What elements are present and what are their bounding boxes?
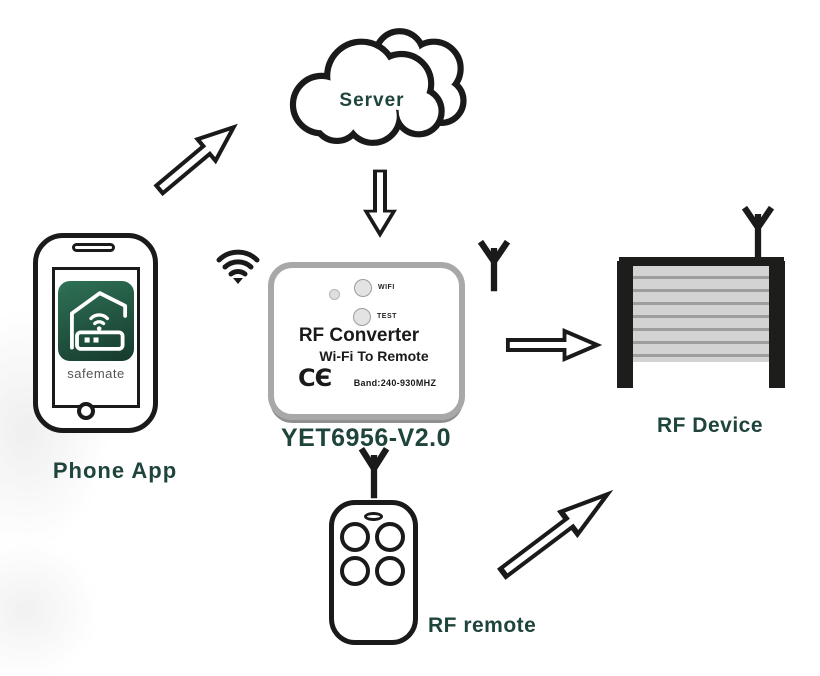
shutter-right-post <box>769 261 785 388</box>
converter-name: RF Converter <box>298 325 420 346</box>
test-button-label: TEST <box>377 313 397 320</box>
rf-device-label: RF Device <box>656 414 764 437</box>
ce-mark: CЄ <box>298 364 332 392</box>
remote-led <box>364 512 383 521</box>
background-blob <box>0 540 100 676</box>
shutter-left-post <box>617 261 633 388</box>
shutter-top-bar <box>619 257 784 266</box>
wifi-button <box>354 279 372 297</box>
remote-antenna-icon <box>358 447 390 499</box>
remote-button-3 <box>340 556 370 586</box>
safemate-app-icon <box>58 281 134 361</box>
converter-model-label: YET6956-V2.0 <box>281 424 451 452</box>
app-name: safemate <box>67 366 125 381</box>
shutter-curtain <box>633 266 769 362</box>
phone-speaker <box>72 243 115 252</box>
arrow-converter-to-device <box>505 328 603 362</box>
remote-button-2 <box>375 522 405 552</box>
server-cloud-icon <box>289 28 467 146</box>
wifi-icon <box>216 249 260 284</box>
phone-app-label: Phone App <box>52 458 178 483</box>
arrow-server-to-converter <box>363 169 397 238</box>
wifi-button-label: WIFI <box>378 284 395 291</box>
arrow-phone-to-server <box>153 123 238 197</box>
remote-button-1 <box>340 522 370 552</box>
phone-screen: safemate <box>52 267 140 408</box>
converter-antenna-icon <box>477 239 511 292</box>
rf-remote-label: RF remote <box>428 614 537 637</box>
converter-subtitle: Wi-Fi To Remote <box>319 348 429 364</box>
phone-home-button <box>77 402 95 420</box>
rf-converter-device: WIFI TEST RF Converter Wi-Fi To Remote C… <box>268 262 465 420</box>
test-button <box>353 308 371 326</box>
converter-led <box>329 289 340 300</box>
house-wifi-icon <box>70 291 128 351</box>
rf-device-antenna-icon <box>741 205 775 258</box>
band-label: Band:240-930MHZ <box>353 378 437 388</box>
arrow-remote-to-device <box>497 489 614 580</box>
remote-button-4 <box>375 556 405 586</box>
phone: safemate <box>33 233 158 433</box>
rf-remote <box>329 500 418 645</box>
server-label: Server <box>339 90 405 111</box>
